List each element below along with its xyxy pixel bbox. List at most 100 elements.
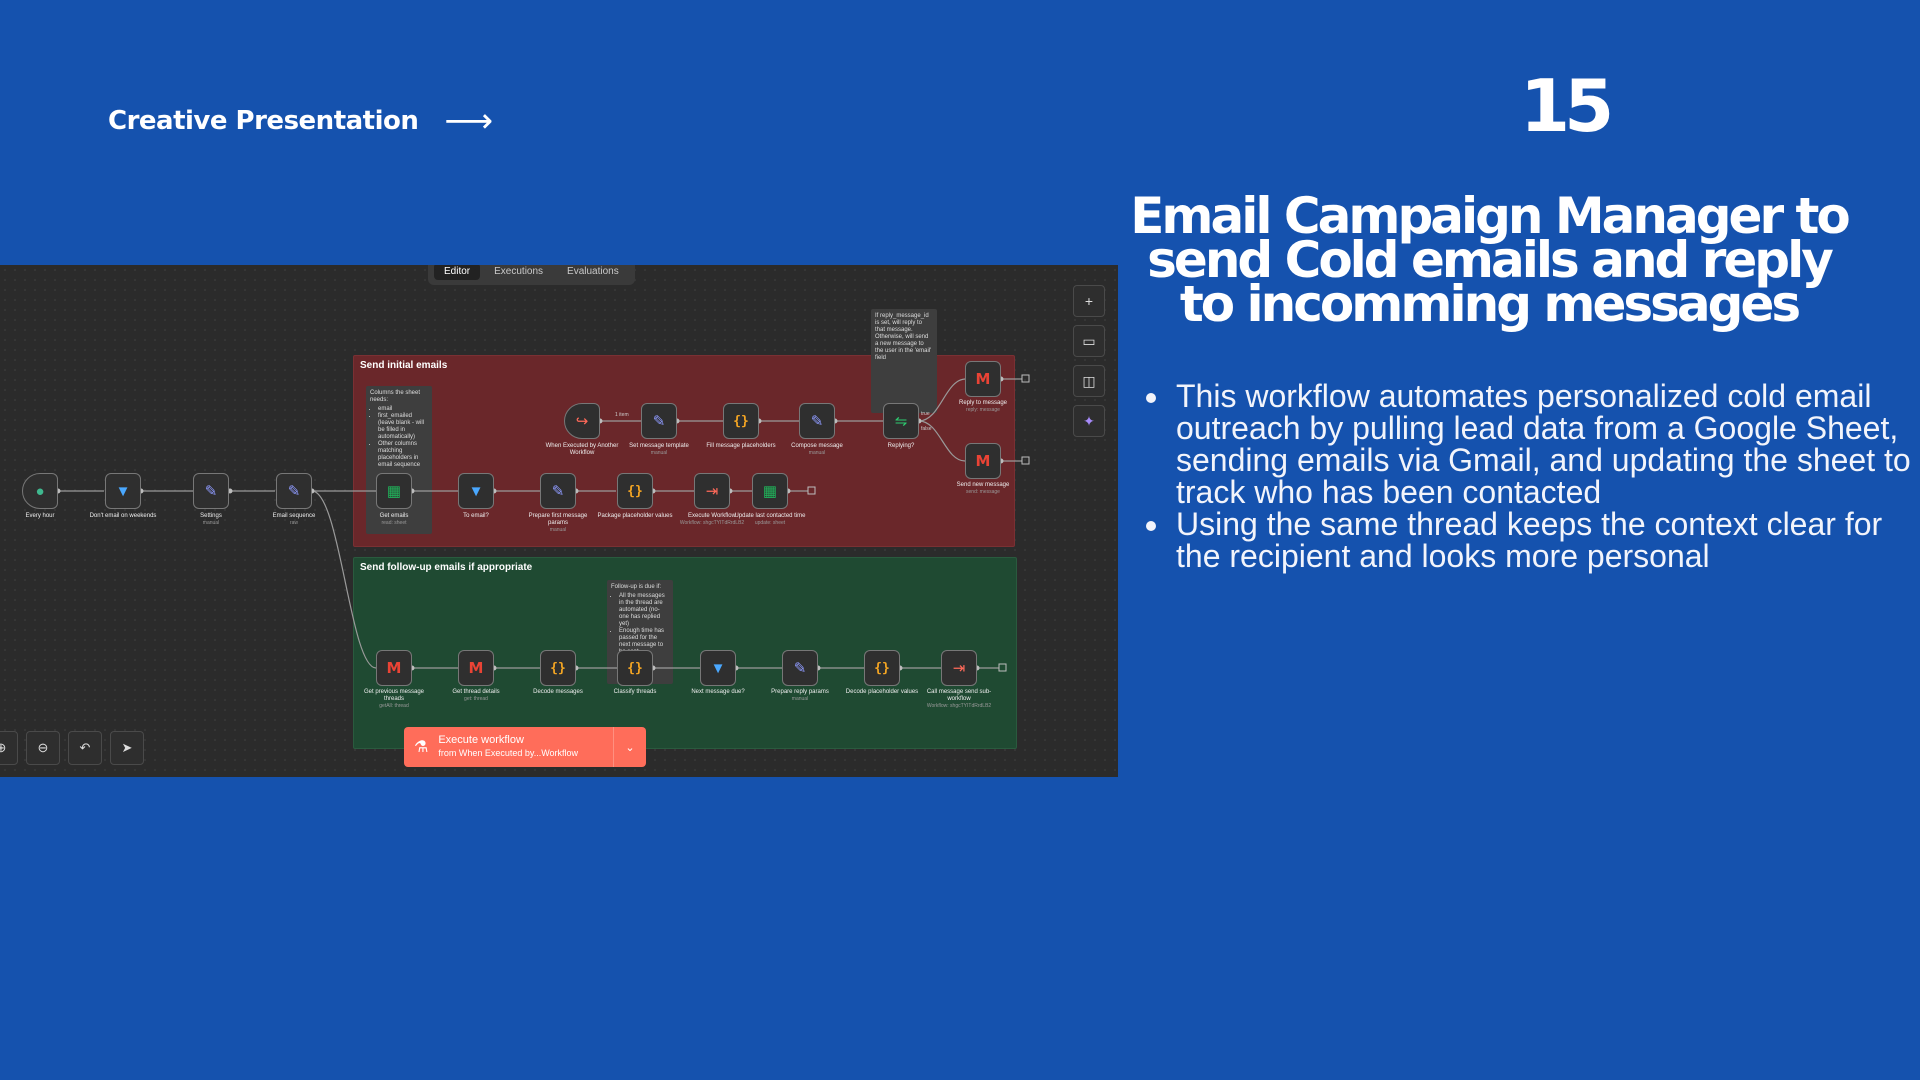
bullet-item: Using the same thread keeps the context … [1172,508,1920,572]
node-prepare-first-message[interactable]: ✎ [540,473,576,509]
node-settings[interactable]: ✎ [193,473,229,509]
ai-assistant-button[interactable]: ✦ [1073,405,1105,437]
flask-icon: ⚗ [414,739,429,756]
undo-button[interactable]: ↶ [68,731,102,765]
node-next-message-due[interactable]: ▼ [700,650,736,686]
group-send-followup-emails: Send follow-up emails if appropriate [353,557,1017,749]
node-replying[interactable]: ⇋ [883,403,919,439]
node-call-message-send[interactable]: ⇥ [941,650,977,686]
node-get-emails[interactable]: ▦ [376,473,412,509]
sticky-note-item: All the messages in the thread are autom… [619,593,669,628]
workflow-editor-screenshot: Editor Executions Evaluations Send initi… [0,265,1118,777]
gmail-icon: M [468,659,484,677]
chevron-down-icon: ⌄ [625,741,635,754]
google-sheets-icon: ▦ [762,483,778,500]
editor-tabs: Editor Executions Evaluations [428,265,635,285]
execute-button-sublabel: from When Executed by...Workflow [438,748,579,758]
node-classify-threads[interactable]: {} [617,650,653,686]
node-fill-message-placeholders[interactable]: {} [723,403,759,439]
code-braces-icon: {} [550,660,566,676]
node-decode-placeholder-values[interactable]: {} [864,650,900,686]
node-compose-message[interactable]: ✎ [799,403,835,439]
code-braces-icon: {} [627,660,643,676]
panel-icon: ◫ [1082,372,1096,389]
node-get-thread-details[interactable]: M [458,650,494,686]
node-package-placeholder[interactable]: {} [617,473,653,509]
cursor-tool-button[interactable]: ➤ [110,731,144,765]
add-sticky-button[interactable]: ▭ [1073,325,1105,357]
execute-trigger-icon: ↪ [575,413,589,430]
node-dont-email-weekends[interactable]: ▼ [105,473,141,509]
code-braces-icon: {} [733,413,749,429]
add-node-button[interactable]: + [1073,285,1105,317]
pencil-icon: ✎ [652,413,666,430]
gmail-icon: M [975,452,991,470]
zoom-out-icon: ⊖ [37,740,49,755]
filter-icon: ▼ [115,482,131,500]
gmail-icon: M [386,659,402,677]
node-set-message-template[interactable]: ✎ [641,403,677,439]
filter-icon: ▼ [710,659,726,677]
pencil-icon: ✎ [204,483,218,500]
tab-executions[interactable]: Executions [494,265,544,277]
node-label: To email? [463,513,489,519]
zoom-in-icon: ⊕ [0,740,7,755]
zoom-in-button[interactable]: ⊕ [0,731,18,765]
node-send-new-message[interactable]: M [965,443,1001,479]
pencil-icon: ✎ [810,413,824,430]
node-when-executed[interactable]: ↪ [564,403,600,439]
sticky-note-columns[interactable]: Columns the sheet needs: email first_ema… [366,386,432,534]
execute-workflow-icon: ⇥ [705,483,719,500]
header-link-label: Creative Presentation [108,106,419,136]
node-every-hour[interactable]: ● [22,473,58,509]
canvas-side-toolbar: + ▭ ◫ ✦ [1073,285,1105,437]
node-prepare-reply-params[interactable]: ✎ [782,650,818,686]
google-sheets-icon: ▦ [386,483,402,500]
node-to-email[interactable]: ▼ [458,473,494,509]
code-braces-icon: {} [627,483,643,499]
node-label: Every hour [25,513,55,519]
node-execute-workflow[interactable]: ⇥ [694,473,730,509]
slide-title: Email Campaign Manager to send Cold emai… [1130,187,1851,333]
node-update-last-contacted[interactable]: ▦ [752,473,788,509]
bullet-item: This workflow automates personalized col… [1172,380,1920,508]
execute-workflow-button[interactable]: ⚗ Execute workflow from When Executed by… [404,727,646,767]
node-email-sequence[interactable]: ✎ [276,473,312,509]
node-label: Package placeholder values [597,513,673,519]
node-decode-messages[interactable]: {} [540,650,576,686]
zoom-out-button[interactable]: ⊖ [26,731,60,765]
node-reply-to-message[interactable]: M [965,361,1001,397]
pencil-icon: ✎ [287,483,301,500]
group-title: Send follow-up emails if appropriate [360,562,533,573]
switch-icon: ⇋ [894,413,908,430]
cursor-icon: ➤ [121,740,133,755]
execute-dropdown-toggle[interactable]: ⌄ [613,727,646,767]
node-label: Next message due? [691,689,745,695]
clock-icon: ● [35,482,45,500]
ai-sparkle-icon: ✦ [1083,412,1095,429]
tab-editor[interactable]: Editor [434,265,481,280]
node-get-previous-threads[interactable]: M [376,650,412,686]
sticky-note-icon: ▭ [1082,332,1096,349]
sticky-note-reply[interactable]: If reply_message_id is set, will reply t… [871,309,937,413]
sticky-note-item: first_emailed (leave blank - will be fil… [378,413,428,441]
toggle-panel-button[interactable]: ◫ [1073,365,1105,397]
node-label: Classify threads [613,689,657,695]
arrow-right-icon: ⟶ [444,101,493,141]
gmail-icon: M [975,370,991,388]
sticky-note-text: Follow-up is due if: [611,584,662,590]
canvas-zoom-toolbar: ⊕ ⊖ ↶ ➤ [0,731,144,765]
presentation-header-link[interactable]: Creative Presentation ⟶ [108,104,493,138]
filter-icon: ▼ [468,482,484,500]
pencil-icon: ✎ [551,483,565,500]
tab-evaluations[interactable]: Evaluations [567,265,619,277]
node-label: Don't email on weekends [89,513,157,519]
node-label: Decode messages [533,689,583,695]
execute-workflow-icon: ⇥ [952,660,966,677]
